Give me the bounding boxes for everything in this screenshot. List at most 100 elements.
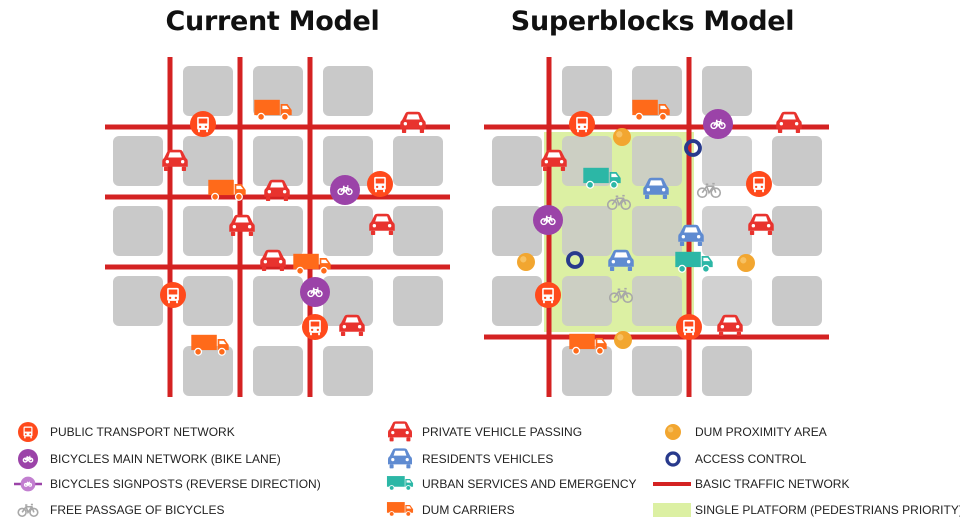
legend-item-dum-carriers: DUM CARRIERS — [386, 499, 515, 521]
legend-label: RESIDENTS VEHICLES — [422, 452, 554, 466]
legend-item-private-vehicle: PRIVATE VEHICLE PASSING — [386, 421, 582, 443]
city-block — [492, 136, 542, 186]
road-segment — [105, 124, 450, 130]
city-block — [253, 276, 303, 326]
free-bike-icon — [14, 499, 42, 521]
city-block — [632, 136, 682, 186]
free-bike-icon — [608, 287, 634, 303]
private-car-icon — [388, 421, 412, 442]
resident-car-icon — [386, 448, 414, 470]
private-car-icon — [386, 421, 414, 443]
city-block — [323, 346, 373, 396]
resident-car-icon — [643, 177, 669, 200]
legend-item-urban-services: URBAN SERVICES AND EMERGENCY — [386, 473, 637, 495]
bike-main-icon — [14, 448, 42, 470]
bike-main-icon — [18, 449, 38, 469]
service-truck-icon — [386, 476, 414, 491]
legend-item-free-bike: FREE PASSAGE OF BICYCLES — [14, 499, 225, 521]
road-segment — [105, 194, 450, 200]
road-line-icon — [653, 482, 691, 486]
bus-icon — [160, 282, 186, 308]
service-truck-icon — [583, 167, 621, 189]
city-block — [113, 136, 163, 186]
city-block — [113, 276, 163, 326]
city-block — [562, 346, 612, 396]
legend-label: BICYCLES SIGNPOSTS (REVERSE DIRECTION) — [50, 477, 321, 491]
city-block — [702, 206, 752, 256]
city-block — [562, 66, 612, 116]
city-block — [183, 276, 233, 326]
bike-main-icon — [533, 205, 563, 235]
dum-area-icon — [737, 254, 755, 272]
dum-truck-icon — [293, 253, 331, 275]
current-model-title: Current Model — [165, 6, 380, 37]
road-segment — [105, 264, 450, 270]
private-car-icon — [229, 214, 255, 237]
access-control-icon — [665, 451, 681, 467]
legend-item-public-transport: PUBLIC TRANSPORT NETWORK — [14, 421, 235, 443]
legend-label: PUBLIC TRANSPORT NETWORK — [50, 425, 235, 439]
bus-icon — [676, 314, 702, 340]
city-block — [323, 136, 373, 186]
access-control-icon — [684, 139, 702, 157]
city-block — [393, 276, 443, 326]
superblocks-model-title: Superblocks Model — [510, 6, 795, 37]
dum-truck-icon — [208, 179, 246, 201]
private-car-icon — [541, 149, 567, 172]
city-block — [393, 206, 443, 256]
bus-icon — [746, 171, 772, 197]
dum-truck-icon — [254, 99, 292, 121]
city-block — [702, 346, 752, 396]
private-car-icon — [162, 149, 188, 172]
city-block — [183, 206, 233, 256]
dum-truck-icon — [632, 99, 670, 121]
city-block — [253, 136, 303, 186]
legend-label: ACCESS CONTROL — [695, 452, 807, 466]
city-block — [702, 276, 752, 326]
dum-truck-icon — [386, 502, 414, 517]
legend-item-single-platform: SINGLE PLATFORM (PEDESTRIANS PRIORITY) — [653, 499, 960, 521]
city-block — [183, 346, 233, 396]
private-car-icon — [264, 179, 290, 202]
service-truck-icon — [675, 251, 713, 273]
legend-item-basic-traffic: BASIC TRAFFIC NETWORK — [653, 473, 849, 495]
road-segment — [484, 334, 829, 340]
private-car-icon — [717, 314, 743, 337]
bus-icon — [302, 314, 328, 340]
access-control-icon — [659, 448, 687, 470]
city-block — [632, 346, 682, 396]
dum-area-icon — [614, 331, 632, 349]
city-block — [183, 136, 233, 186]
bus-icon — [190, 111, 216, 137]
legend: PUBLIC TRANSPORT NETWORK BICYCLES MAIN N… — [0, 420, 960, 527]
resident-car-icon — [608, 249, 634, 272]
legend-label: DUM PROXIMITY AREA — [695, 425, 827, 439]
legend-label: BICYCLES MAIN NETWORK (BIKE LANE) — [50, 452, 281, 466]
legend-item-access-control: ACCESS CONTROL — [659, 448, 806, 470]
city-block — [323, 276, 373, 326]
legend-label: FREE PASSAGE OF BICYCLES — [50, 503, 225, 517]
dum-area-icon — [613, 128, 631, 146]
dum-truck-icon — [386, 499, 414, 521]
bus-icon — [535, 282, 561, 308]
superblocks-model-diagram — [484, 57, 829, 397]
access-control-icon — [566, 251, 584, 269]
private-car-icon — [369, 213, 395, 236]
current-model-diagram — [105, 57, 450, 397]
bus-icon — [367, 171, 393, 197]
private-car-icon — [260, 249, 286, 272]
city-block — [702, 136, 752, 186]
legend-label: URBAN SERVICES AND EMERGENCY — [422, 477, 637, 491]
free-bike-icon — [696, 182, 722, 198]
city-block — [393, 136, 443, 186]
bike-main-icon — [300, 277, 330, 307]
city-block — [702, 66, 752, 116]
bike-signpost-icon — [14, 476, 42, 492]
road-line-icon — [653, 473, 691, 495]
legend-item-bike-main: BICYCLES MAIN NETWORK (BIKE LANE) — [14, 448, 281, 470]
free-bike-icon — [17, 503, 39, 518]
legend-item-bike-signpost: BICYCLES SIGNPOSTS (REVERSE DIRECTION) — [14, 473, 321, 495]
private-car-icon — [748, 213, 774, 236]
road-segment — [307, 57, 313, 397]
service-truck-icon — [386, 473, 414, 495]
